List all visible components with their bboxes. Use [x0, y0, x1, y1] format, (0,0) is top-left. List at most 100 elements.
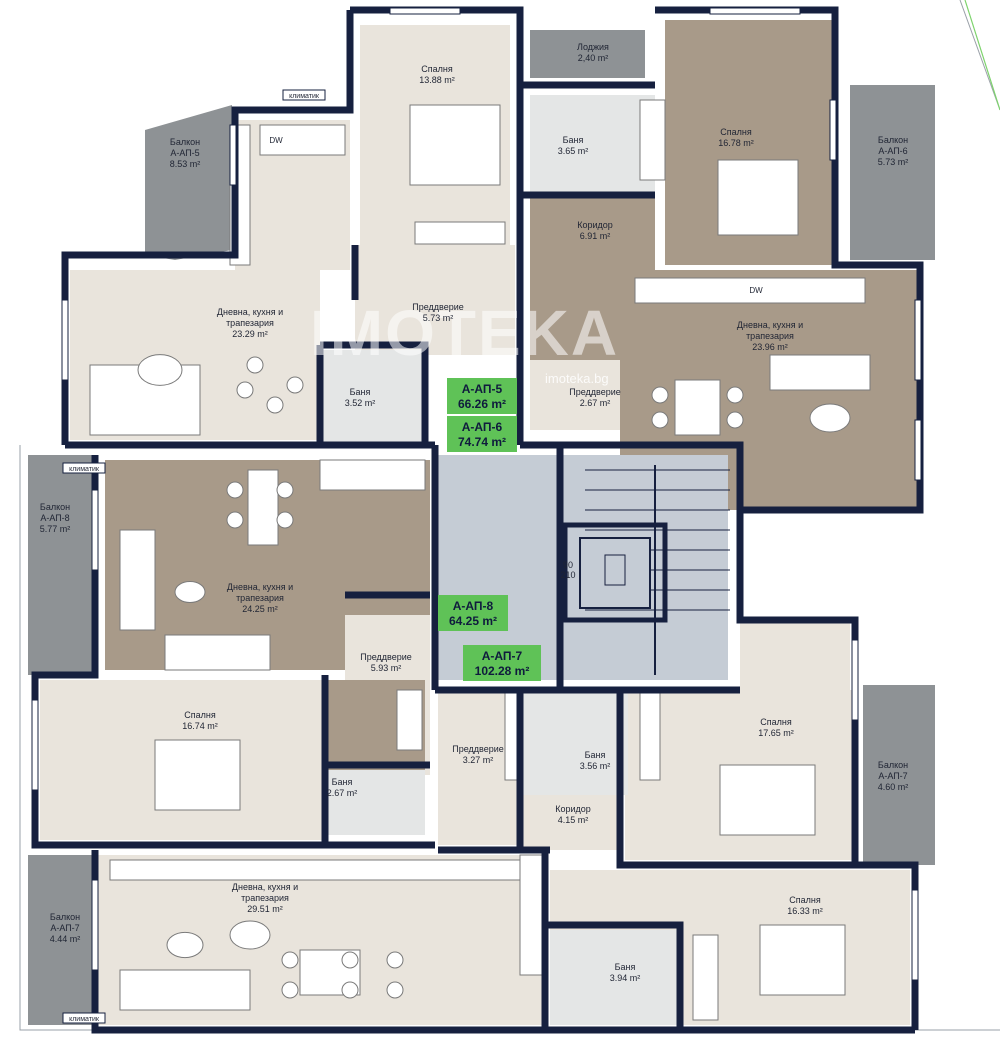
counter [319, 459, 426, 491]
room-area: 4.44 m² [50, 934, 81, 944]
ac-label: климатик [69, 466, 100, 473]
room-name: Преддверие [452, 744, 504, 754]
room-name: Балкон [878, 760, 908, 770]
sofa [119, 969, 251, 1011]
walls [31, 6, 924, 1034]
balcony [863, 685, 935, 865]
room-area: 16.33 m² [787, 906, 823, 916]
wall [616, 690, 855, 869]
sofa [769, 354, 871, 391]
room-name: Балкон [50, 912, 80, 922]
ac-label: климатик [289, 93, 320, 100]
room-area: 16.78 m² [718, 138, 754, 148]
chair [726, 386, 744, 404]
chair [266, 396, 284, 414]
dining-table [674, 379, 721, 436]
counter [519, 854, 546, 976]
room-area: 29.51 m² [247, 904, 283, 914]
room-name: Спалня [760, 717, 792, 727]
window [61, 299, 69, 381]
balcony [530, 30, 645, 78]
bed [759, 924, 846, 996]
window [851, 639, 859, 721]
room-name: Дневна, кухня и [217, 307, 283, 317]
apartment-tag-ap6: А-АП-6 74.74 m² [447, 416, 517, 452]
room-area: 3.65 m² [558, 146, 589, 156]
room-area: 3.27 m² [463, 755, 494, 765]
room-name: Дневна, кухня и [227, 582, 293, 592]
room-area: 24.25 m² [242, 604, 278, 614]
room-name: Баня [563, 135, 584, 145]
wardrobe [692, 934, 719, 1021]
table [174, 581, 206, 603]
room-area: 6.91 m² [580, 231, 611, 241]
door-height: 210 [560, 570, 575, 580]
room-name: Спалня [184, 710, 216, 720]
elevator: 90 210 [560, 522, 668, 623]
room-name: Балкон [170, 137, 200, 147]
table [166, 931, 204, 959]
room-area: 13.88 m² [419, 75, 455, 85]
chair [276, 481, 294, 499]
room-name: А-АП-7 [50, 923, 79, 933]
counter [634, 277, 866, 304]
room-name: А-АП-6 [878, 146, 907, 156]
apartment-name: А-АП-5 [462, 382, 503, 396]
room-name: Баня [585, 750, 606, 760]
chair [281, 981, 299, 999]
balcony [28, 855, 96, 1025]
sofa [164, 634, 271, 671]
room-area: 3.56 m² [580, 761, 611, 771]
room [320, 350, 425, 445]
apartment-tag-ap5: А-АП-5 66.26 m² [447, 378, 517, 414]
balcony [850, 85, 935, 260]
wardrobe [414, 221, 506, 245]
room-name: Спалня [789, 895, 821, 905]
room-area: 2.67 m² [580, 398, 611, 408]
room-area: 3.52 m² [345, 398, 376, 408]
room-name: Балкон [878, 135, 908, 145]
dining-table [247, 469, 279, 546]
watermark: IMOTEKA [310, 297, 619, 369]
chair [386, 951, 404, 969]
room-area: 16.74 m² [182, 721, 218, 731]
wardrobe [396, 689, 423, 751]
room-name: Баня [332, 777, 353, 787]
room [530, 95, 655, 195]
room-area: 23.96 m² [752, 342, 788, 352]
apartment-area: 66.26 m² [458, 397, 506, 411]
chair [226, 511, 244, 529]
room-name: А-АП-5 [170, 148, 199, 158]
ac-labels: климатик климатик климатик [62, 89, 326, 1024]
chair [226, 481, 244, 499]
room-area: 2,40 m² [578, 53, 609, 63]
table [137, 354, 183, 386]
chair [246, 356, 264, 374]
room-name: Дневна, кухня и [232, 882, 298, 892]
chair [651, 411, 669, 429]
window [911, 889, 919, 981]
room-name: трапезария [236, 593, 284, 603]
window [91, 489, 99, 571]
room-area: 8.53 m² [170, 159, 201, 169]
room-area: 2.67 m² [327, 788, 358, 798]
balcony [145, 105, 232, 260]
apartment-name: А-АП-8 [453, 599, 494, 613]
apartment-tag-ap7: А-АП-7 102.28 m² [463, 645, 541, 681]
window [229, 124, 237, 186]
room-name: Преддверие [569, 387, 621, 397]
